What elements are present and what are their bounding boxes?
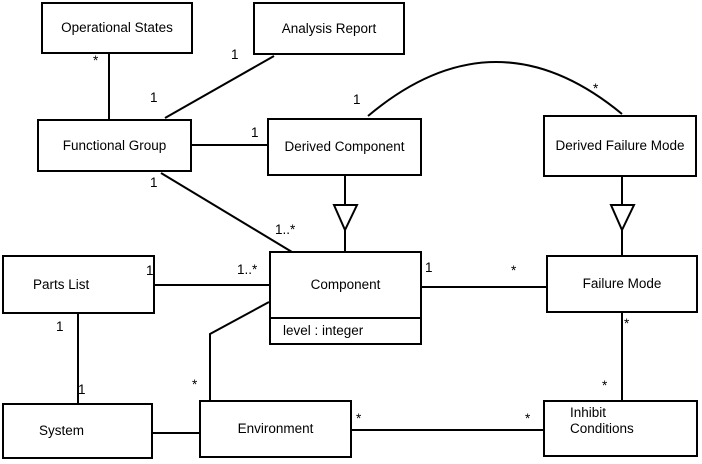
mult-environment-end-inhibit: *: [356, 411, 362, 426]
mult-analysis-report-end: 1: [231, 47, 239, 62]
generalization-derived-component-arrowhead[interactable]: [332, 204, 359, 233]
class-name-label: Derived Component: [284, 139, 405, 154]
class-parts-list[interactable]: Parts List: [2, 255, 155, 314]
class-derived-failure-mode[interactable]: Derived Failure Mode: [543, 115, 697, 177]
class-attribute-label: level : integer: [283, 323, 364, 338]
mult-system-end-parts-list: 1: [78, 382, 86, 397]
class-name-label: Parts List: [33, 276, 90, 292]
class-component[interactable]: Component level : integer: [269, 251, 422, 345]
mult-parts-list-end-component: 1: [146, 263, 154, 278]
mult-derived-component-end-arc: 1: [353, 92, 361, 107]
class-name-label: Operational States: [61, 20, 173, 35]
class-name-label: Analysis Report: [281, 20, 377, 36]
mult-component-end-parts-list: 1..*: [237, 262, 258, 277]
mult-environment-end-component: *: [192, 377, 198, 392]
association-functional-group-component[interactable]: [160, 172, 293, 253]
generalization-derived-failure-mode-arrowhead[interactable]: [609, 204, 636, 233]
association-derived-component-derived-failure-mode-arc[interactable]: [367, 61, 623, 117]
mult-component-end-functional-group: 1..*: [275, 222, 296, 237]
association-environment-component[interactable]: [209, 301, 270, 400]
mult-functional-group-end-component: 1: [150, 175, 158, 190]
class-name-label: Failure Mode: [582, 276, 662, 291]
mult-operational-states-end: *: [93, 53, 99, 68]
class-name-label: System: [39, 423, 85, 438]
class-environment[interactable]: Environment: [199, 400, 352, 458]
mult-derived-failure-mode-end-arc: *: [593, 81, 599, 96]
mult-component-end-failure-mode: 1: [425, 260, 433, 275]
mult-failure-mode-end-inhibit: *: [624, 316, 630, 331]
class-analysis-report[interactable]: Analysis Report: [253, 2, 405, 55]
class-functional-group[interactable]: Functional Group: [37, 119, 192, 172]
mult-functional-group-end-analysis-report: 1: [150, 90, 158, 105]
class-failure-mode[interactable]: Failure Mode: [546, 255, 698, 313]
class-name-label: Functional Group: [62, 137, 167, 153]
class-operational-states[interactable]: Operational States: [41, 2, 193, 54]
mult-inhibit-end-failure-mode: *: [602, 378, 608, 393]
class-inhibit-conditions[interactable]: Inhibit Conditions: [543, 400, 698, 457]
mult-inhibit-end-environment: *: [525, 411, 531, 426]
class-system[interactable]: System: [2, 403, 153, 459]
class-name-label: Inhibit Conditions: [570, 405, 634, 436]
class-derived-component[interactable]: Derived Component: [267, 118, 422, 176]
class-name-label: Environment: [237, 421, 314, 436]
class-name-label: Derived Failure Mode: [555, 138, 685, 153]
mult-parts-list-end-system: 1: [56, 319, 64, 334]
association-functional-group-analysis-report[interactable]: [164, 55, 275, 119]
mult-failure-mode-end-component: *: [511, 263, 517, 278]
mult-derived-component-end-functional-group: 1: [251, 125, 259, 140]
class-name-label: Component: [271, 253, 420, 319]
